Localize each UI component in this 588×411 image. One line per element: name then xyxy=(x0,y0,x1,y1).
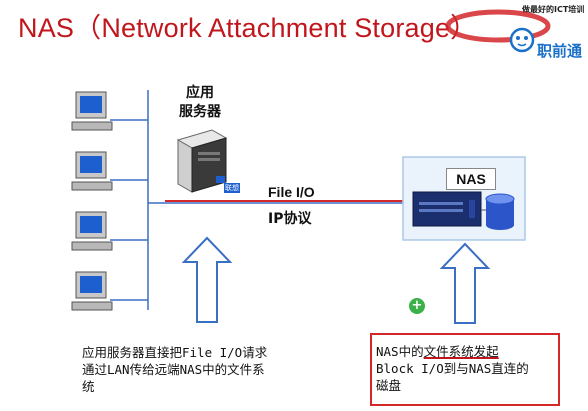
left-note: 应用服务器直接把File I/O请求 通过LAN传给远端NAS中的文件系 统 xyxy=(82,344,332,395)
right-note-highlight: 文件系统 xyxy=(423,344,474,359)
pc-icon xyxy=(71,91,113,131)
right-note-line2: Block I/O到与NAS直连的 xyxy=(376,361,529,376)
slide-title: NAS（Network Attachment Storage） xyxy=(18,13,478,43)
server-label: 应用 服务器 xyxy=(170,84,230,122)
logo-icon xyxy=(445,9,551,53)
disk-icon xyxy=(485,193,515,230)
right-note-box: NAS中的文件系统发起 Block I/O到与NAS直连的 磁盘 xyxy=(370,333,560,406)
server-label-line2: 服务器 xyxy=(179,104,221,120)
server-label-line1: 应用 xyxy=(186,85,214,101)
ip-protocol-label: IP协议 xyxy=(268,211,312,227)
up-arrow-icon xyxy=(181,236,233,323)
logo-badge-text: 做最好的ICT培训 xyxy=(522,5,585,14)
left-note-line3: 统 xyxy=(82,379,95,394)
plus-icon[interactable]: + xyxy=(409,298,425,314)
left-note-line1: 应用服务器直接把File I/O请求 xyxy=(82,345,268,360)
fileio-label: File I/O xyxy=(268,184,315,200)
logo-text: 职前通 xyxy=(537,42,583,60)
nas-device-icon xyxy=(412,191,482,227)
left-note-line2: 通过LAN传给远端NAS中的文件系 xyxy=(82,362,265,377)
pc-icon xyxy=(71,271,113,311)
server-icon xyxy=(176,129,228,193)
right-note-text: NAS中的 xyxy=(376,344,424,359)
server-brand-tag: 联想 xyxy=(224,183,240,193)
pc-icon xyxy=(71,211,113,251)
logo-badge xyxy=(508,0,588,14)
pc-icon xyxy=(71,151,113,191)
right-note-line1: NAS中的文件系统发起 xyxy=(376,343,558,360)
up-arrow-icon xyxy=(439,242,491,324)
nas-label: NAS xyxy=(446,168,496,190)
right-note-text: 发起 xyxy=(473,344,499,359)
right-note-line3: 磁盘 xyxy=(376,378,402,393)
